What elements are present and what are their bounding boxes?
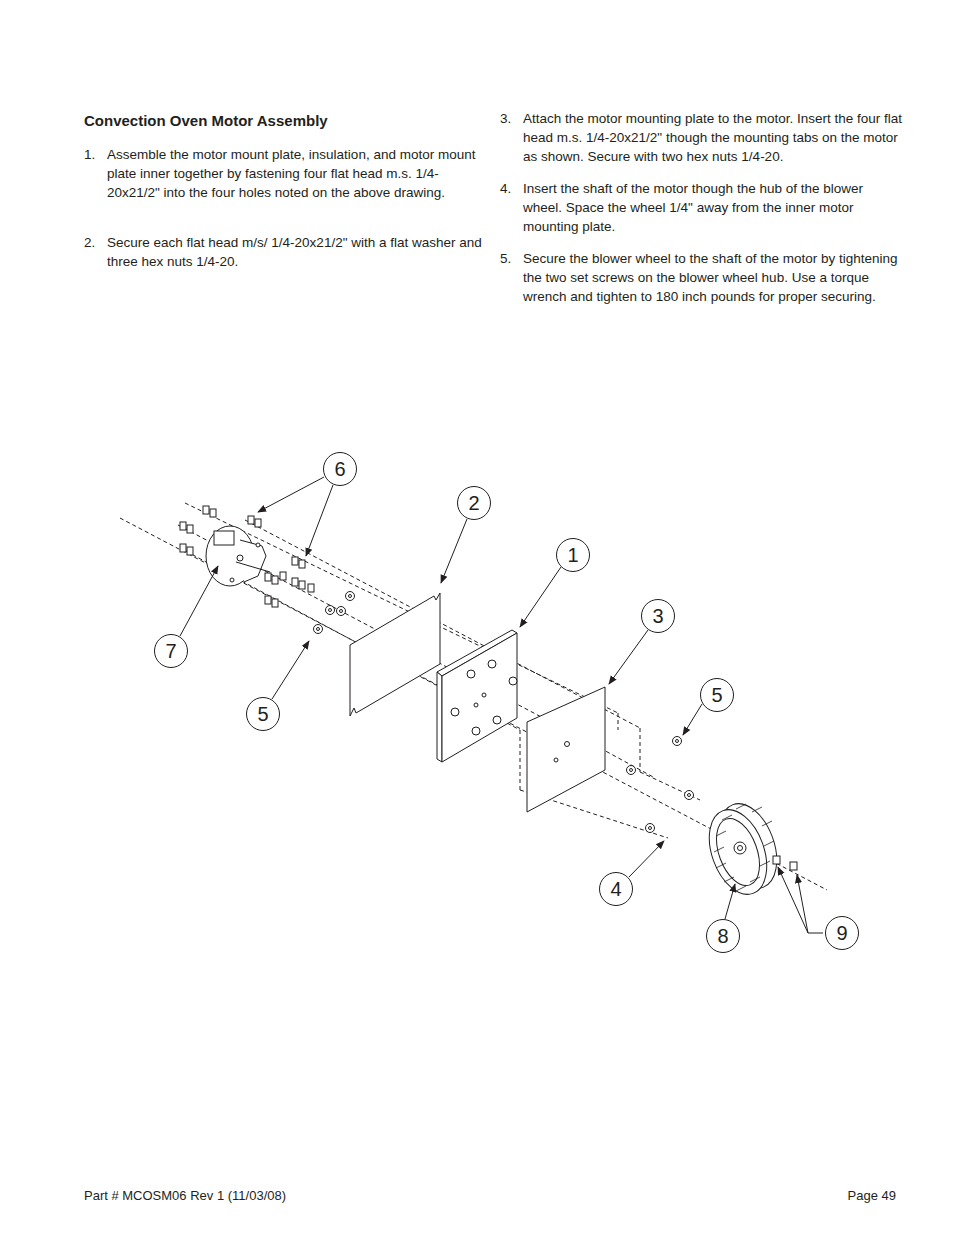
callout-circle: 6 [323, 452, 357, 486]
step-number: 5. [500, 249, 522, 268]
flat-washers [314, 592, 694, 833]
section-title: Convection Oven Motor Assembly [84, 111, 328, 130]
step-number: 4. [500, 179, 522, 198]
callout-circle: 5 [246, 697, 280, 731]
callout-circle: 4 [599, 872, 633, 906]
callout-number: 5 [257, 704, 268, 724]
blower-wheel [699, 796, 788, 902]
step-number: 3. [500, 109, 522, 128]
step-text: Secure each flat head m/s/ 1/4-20x21/2" … [107, 233, 485, 271]
leader-lines [180, 477, 823, 933]
inner-mount-plate [527, 687, 605, 812]
callout-number: 6 [334, 459, 345, 479]
step-text: Insert the shaft of the motor though the… [523, 179, 905, 236]
callout-circle: 1 [556, 538, 590, 572]
callout-circle: 5 [700, 678, 734, 712]
step-text: Attach the motor mounting plate to the m… [523, 109, 905, 166]
callout-circle: 7 [154, 634, 188, 668]
step-number: 2. [84, 233, 106, 252]
callout-number: 8 [717, 926, 728, 946]
callout-circle: 3 [641, 599, 675, 633]
step-text: Secure the blower wheel to the shaft of … [523, 249, 905, 306]
callout-circle: 2 [457, 486, 491, 520]
callout-number: 7 [165, 641, 176, 661]
callout-number: 9 [836, 923, 847, 943]
step-text: Assemble the motor mount plate, insulati… [107, 145, 485, 202]
callout-number: 1 [567, 545, 578, 565]
callout-number: 5 [711, 685, 722, 705]
callout-circle: 9 [825, 916, 859, 950]
step-number: 1. [84, 145, 106, 164]
motor [206, 526, 270, 586]
callout-number: 3 [652, 606, 663, 626]
motor-mount-plate [437, 630, 517, 762]
callout-circle: 8 [706, 919, 740, 953]
footer-text: Part # MCOSM06 Rev 1 (11/03/08) [84, 1186, 384, 1205]
insulation [350, 593, 440, 716]
callout-number: 2 [468, 493, 479, 513]
callout-number: 4 [610, 879, 621, 899]
hex-nuts [180, 506, 314, 607]
set-screws [773, 856, 797, 870]
footer-text: Page 49 [796, 1186, 896, 1205]
